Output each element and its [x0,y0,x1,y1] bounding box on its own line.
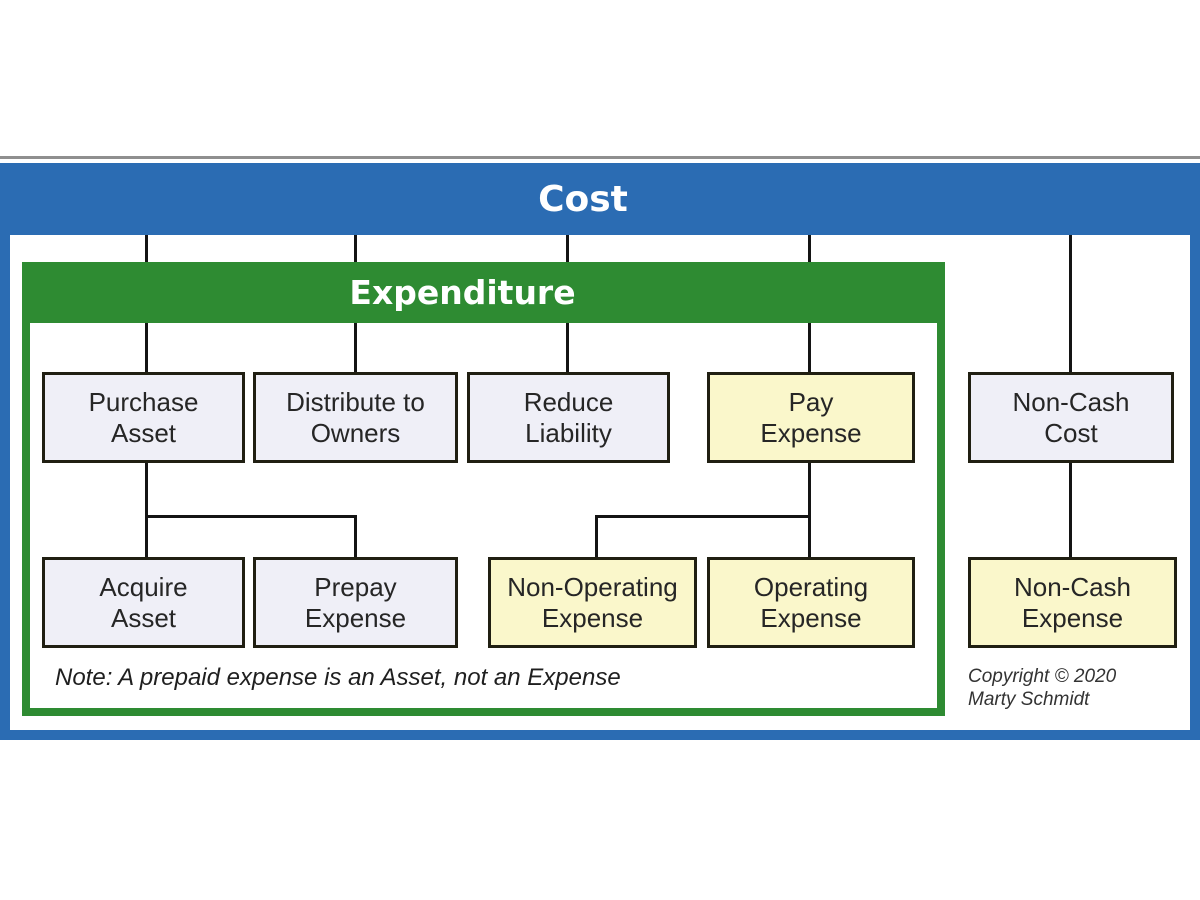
box-pay-expense: Pay Expense [707,372,915,463]
expenditure-frame-border [22,323,945,716]
box-label: Non-Operating Expense [507,571,678,633]
connector-line [354,323,357,372]
cost-frame-border [0,235,1200,740]
cost-banner: Cost [0,163,1200,235]
box-label: Acquire Asset [99,571,188,633]
box-label: Distribute to Owners [286,386,425,448]
box-non-cash-cost: Non-Cash Cost [968,372,1174,463]
box-label: Operating Expense [753,571,869,633]
prepaid-expense-note: Note: A prepaid expense is an Asset, not… [55,664,621,691]
connector-line [145,235,148,262]
box-non-operating-expense: Non-Operating Expense [488,557,697,648]
connector-line [808,463,811,557]
connector-line [808,323,811,372]
box-label: Pay Expense [760,386,862,448]
connector-line [354,235,357,262]
connector-line [354,515,357,557]
box-prepay-expense: Prepay Expense [253,557,458,648]
connector-line [808,235,811,262]
box-label: Non-Cash Cost [1012,386,1130,448]
expenditure-banner-title: Expenditure [349,273,576,312]
box-acquire-asset: Acquire Asset [42,557,245,648]
connector-line [145,515,357,518]
box-non-cash-expense: Non-Cash Expense [968,557,1177,648]
box-distribute-to-owners: Distribute to Owners [253,372,458,463]
connector-line [1069,463,1072,557]
top-divider-line [0,156,1200,159]
connector-line [566,323,569,372]
connector-line [566,235,569,262]
copyright-text: Copyright © 2020 Marty Schmidt [968,665,1188,711]
box-label: Non-Cash Expense [1013,571,1132,633]
cost-banner-title: Cost [538,178,628,220]
connector-line [595,515,598,557]
connector-line [145,323,148,372]
box-label: Reduce Liability [523,386,614,448]
box-label: Purchase Asset [88,386,199,448]
box-label: Prepay Expense [304,571,407,633]
copyright-line-1: Copyright © 2020 [968,666,1117,687]
expenditure-banner: Expenditure [22,262,945,323]
copyright-line-2: Marty Schmidt [968,689,1090,711]
connector-line [1069,235,1072,372]
connector-line [145,463,148,557]
box-purchase-asset: Purchase Asset [42,372,245,463]
connector-line [595,515,811,518]
box-reduce-liability: Reduce Liability [467,372,670,463]
box-operating-expense: Operating Expense [707,557,915,648]
